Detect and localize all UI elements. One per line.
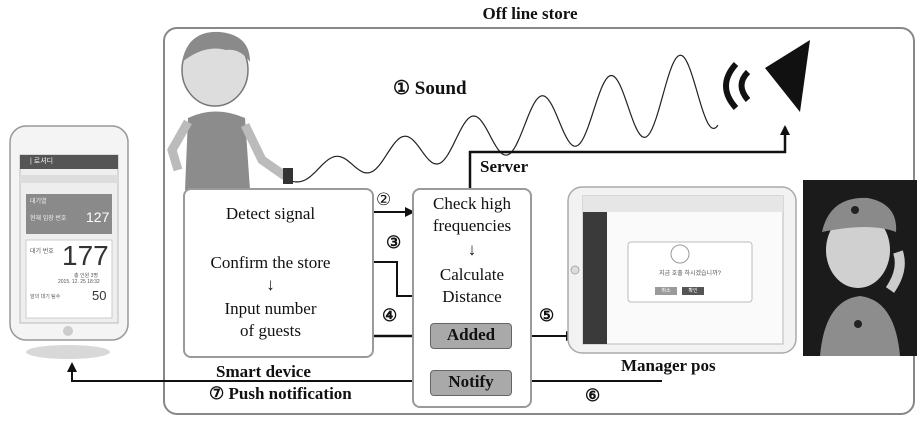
phone-my-number: 127 (86, 209, 110, 225)
push-notification-label: ⑦ Push notification (209, 384, 352, 403)
manager-figure (803, 180, 917, 356)
added-button: Added (430, 323, 512, 349)
confirm-store-text: Confirm the store (210, 253, 331, 272)
notify-button: Notify (430, 370, 512, 396)
step-5-label: ⑤ (539, 306, 555, 325)
smart-device-label: Smart device (216, 362, 311, 381)
step-2-label: ② (376, 190, 392, 209)
smart-device-down-arrow: ↓ (266, 275, 275, 294)
phone-wait-label: 대기 번호 (30, 249, 54, 255)
phone-section-label: 대기열 (30, 199, 47, 205)
phone-wait-number: 177 (62, 240, 109, 271)
user-figure (167, 31, 293, 190)
step-3-label: ③ (386, 233, 402, 252)
sound-label: ① Sound (393, 78, 467, 99)
phone-ahead-number: 50 (92, 288, 107, 303)
step-6-label: ⑥ (585, 386, 601, 405)
phone-app-name: | 로셔디 (30, 158, 54, 165)
calculate-line2: Distance (442, 287, 502, 306)
calculate-line1: Calculate (439, 265, 505, 284)
check-high-line2: frequencies (432, 216, 512, 235)
input-guests-line2: of guests (240, 321, 301, 340)
offline-store-title: Off line store (482, 4, 578, 23)
phone-my-number-label: 현재 입장 번호 (30, 216, 67, 222)
process-down-arrow: ↓ (467, 240, 477, 259)
smart-device-box (183, 188, 374, 358)
tablet-device (567, 186, 797, 354)
arrow-step7 (67, 362, 430, 382)
step-4-label: ④ (382, 306, 398, 325)
phone-wait-meta1: 총 인원 3명 (74, 273, 98, 279)
detect-signal-text: Detect signal (225, 204, 316, 223)
speaker-icon (723, 40, 810, 112)
input-guests-line1: Input number (224, 299, 317, 318)
phone-ahead-label: 앞의 대기 팀수 (30, 294, 61, 300)
tablet-ok-button: 확인 (688, 288, 698, 294)
check-high-line1: Check high (433, 194, 511, 213)
tablet-dialog-text: 지금 호출 하시겠습니까? (659, 271, 721, 277)
tablet-cancel-button: 취소 (661, 288, 671, 294)
phone-device (9, 125, 129, 359)
server-arrow (468, 125, 790, 190)
manager-pos-label: Manager pos (621, 356, 716, 375)
server-label: Server (480, 157, 529, 176)
phone-wait-meta2: 2015. 12. 25 18:32 (58, 279, 100, 285)
